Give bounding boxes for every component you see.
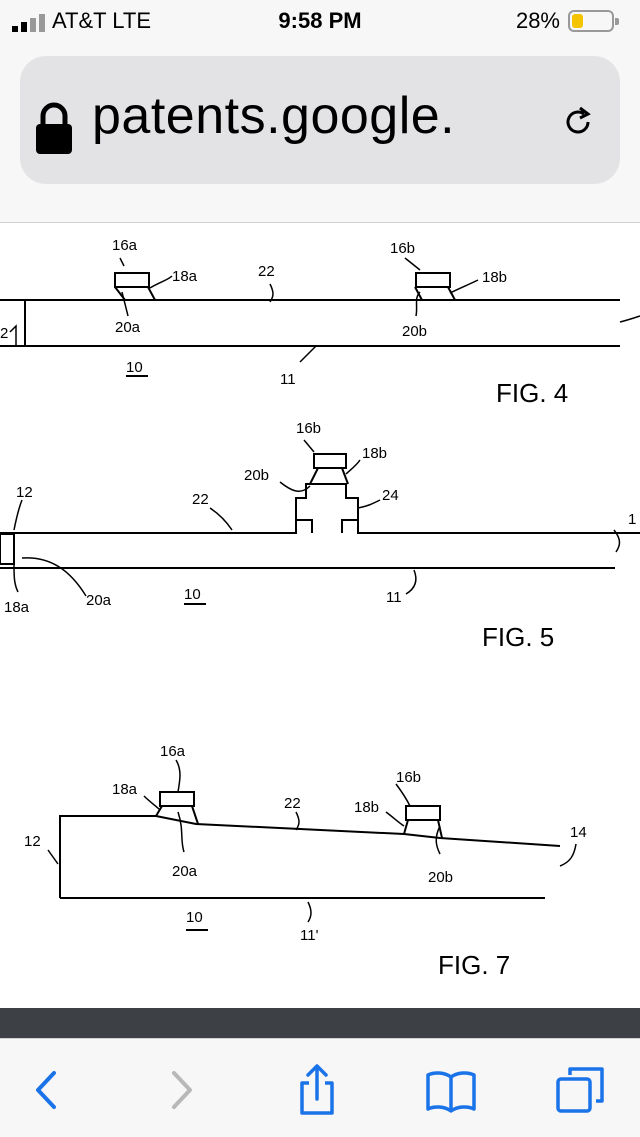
fig5-label-12: 12 [16, 484, 33, 501]
patent-drawings: 16a 16b 18a 18b 22 20a 20b 10 11 2 FIG. … [0, 237, 640, 980]
fig7-label-12: 12 [24, 833, 41, 850]
fig5-label-18a: 18a [4, 599, 30, 616]
figure-4: 16a 16b 18a 18b 22 20a 20b 10 11 2 FIG. … [0, 237, 640, 408]
browser-toolbar [0, 1038, 640, 1137]
figure-5: 16b 18b 20b 12 22 24 1 18a 20a 10 11 FIG… [0, 420, 640, 652]
fig7-label-18b: 18b [354, 799, 379, 816]
fig4-label-18b: 18b [482, 269, 507, 286]
share-icon[interactable] [290, 1063, 344, 1117]
fig7-label-22: 22 [284, 795, 301, 812]
carrier-label: AT&T LTE [52, 8, 152, 33]
fig7-label-10: 10 [186, 909, 203, 926]
fig5-label-24: 24 [382, 487, 399, 504]
fig5-label-22: 22 [192, 491, 209, 508]
fig4-label-12: 2 [0, 325, 8, 342]
url-text[interactable]: patents.google. [92, 87, 456, 145]
lock-icon [36, 102, 72, 154]
fig4-label-18a: 18a [172, 268, 198, 285]
fig7-label-16b: 16b [396, 769, 421, 786]
fig4-label-16a: 16a [112, 237, 138, 254]
fig7-label-16a: 16a [160, 743, 186, 760]
fig7-label-18a: 18a [112, 781, 138, 798]
fig4-label-22: 22 [258, 263, 275, 280]
fig7-label-14: 14 [570, 824, 587, 841]
forward-icon[interactable] [154, 1063, 208, 1117]
battery-fill [572, 14, 583, 28]
fig5-caption: FIG. 5 [482, 622, 554, 652]
status-bar: AT&T LTE 9:58 PM 28% [0, 0, 640, 44]
fig7-label-20a: 20a [172, 863, 198, 880]
fig4-label-16b: 16b [390, 240, 415, 257]
figure-7: 16a 16b 18a 18b 22 12 14 20a 20b 10 11' … [24, 743, 587, 980]
address-bar[interactable]: patents.google. [20, 56, 620, 184]
fig5-label-1: 1 [628, 511, 636, 528]
battery-icon [568, 10, 619, 32]
fig4-label-11: 11 [280, 371, 296, 388]
patent-drawing-page: 16a 16b 18a 18b 22 20a 20b 10 11 2 FIG. … [0, 223, 640, 1008]
fig7-label-11: 11' [300, 927, 319, 944]
back-icon[interactable] [20, 1063, 74, 1117]
fig7-caption: FIG. 7 [438, 950, 510, 980]
fig7-label-20b: 20b [428, 869, 453, 886]
battery-percent: 28% [515, 8, 560, 33]
fig4-label-20b: 20b [402, 323, 427, 340]
fig5-label-18b: 18b [362, 445, 387, 462]
fig4-label-20a: 20a [115, 319, 141, 336]
fig5-label-10: 10 [184, 586, 201, 603]
reload-icon[interactable] [558, 102, 598, 142]
fig4-label-10: 10 [126, 359, 143, 376]
tabs-icon[interactable] [554, 1063, 608, 1117]
bookmarks-icon[interactable] [424, 1063, 478, 1117]
fig4-caption: FIG. 4 [496, 378, 568, 408]
page-footer-bar [0, 1008, 640, 1046]
fig5-label-20a: 20a [86, 592, 112, 609]
fig5-label-11: 11 [386, 589, 402, 606]
clock: 9:58 PM [278, 8, 362, 33]
fig5-label-16b: 16b [296, 420, 321, 437]
signal-icon [12, 14, 45, 32]
fig5-label-20b: 20b [244, 467, 269, 484]
browser-header: patents.google. [0, 44, 640, 223]
